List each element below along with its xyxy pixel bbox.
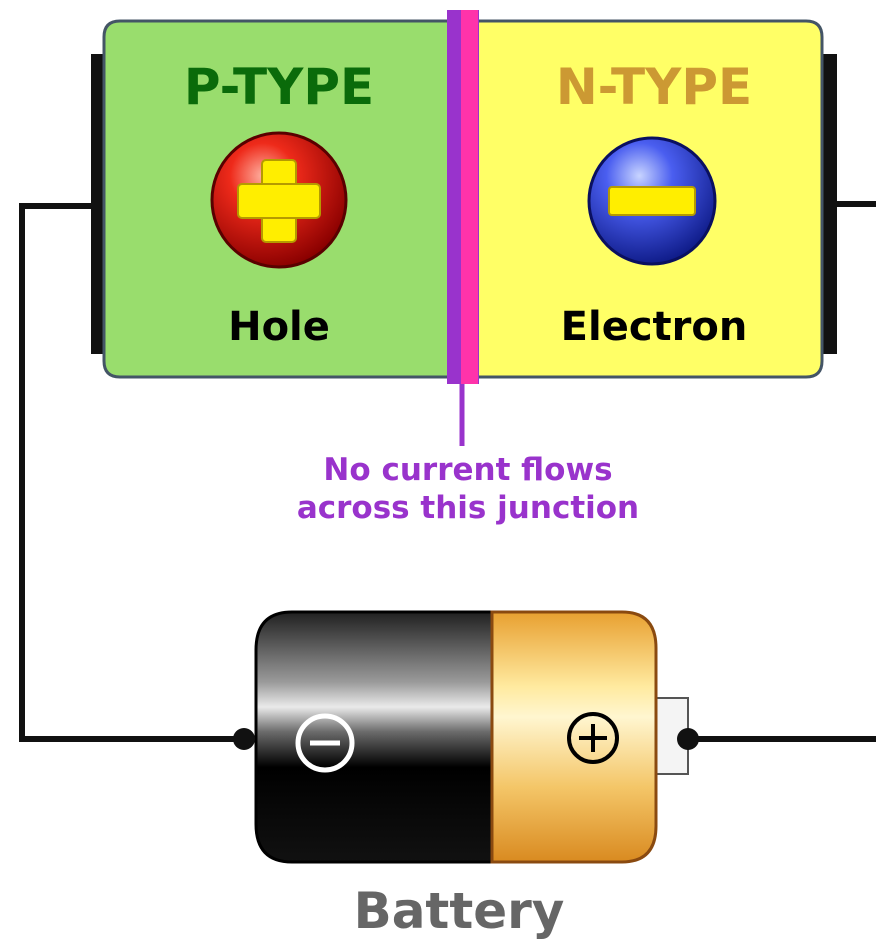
hole-icon: [210, 131, 348, 269]
left-wire: [19, 203, 242, 742]
battery-negative-terminal: [233, 728, 255, 750]
battery-negative-half: [254, 610, 494, 864]
electron-icon: [587, 136, 717, 266]
hole-label: Hole: [228, 304, 330, 350]
battery-positive-terminal: [677, 728, 699, 750]
circuit-wires: [19, 201, 876, 742]
minus-symbol-icon: [295, 713, 355, 773]
n-type-title: N-TYPE: [556, 58, 752, 116]
battery-label: Battery: [354, 882, 565, 940]
p-type-title: P-TYPE: [184, 58, 374, 116]
junction-note-line1: No current flows: [323, 452, 612, 488]
electron-label: Electron: [561, 304, 748, 350]
junction-core: [461, 10, 478, 384]
battery-positive-nub: [653, 697, 689, 775]
plus-symbol-icon: [567, 712, 619, 764]
junction-note-line2: across this junction: [297, 490, 639, 526]
battery: [233, 610, 699, 864]
battery-positive-half: [490, 610, 658, 864]
